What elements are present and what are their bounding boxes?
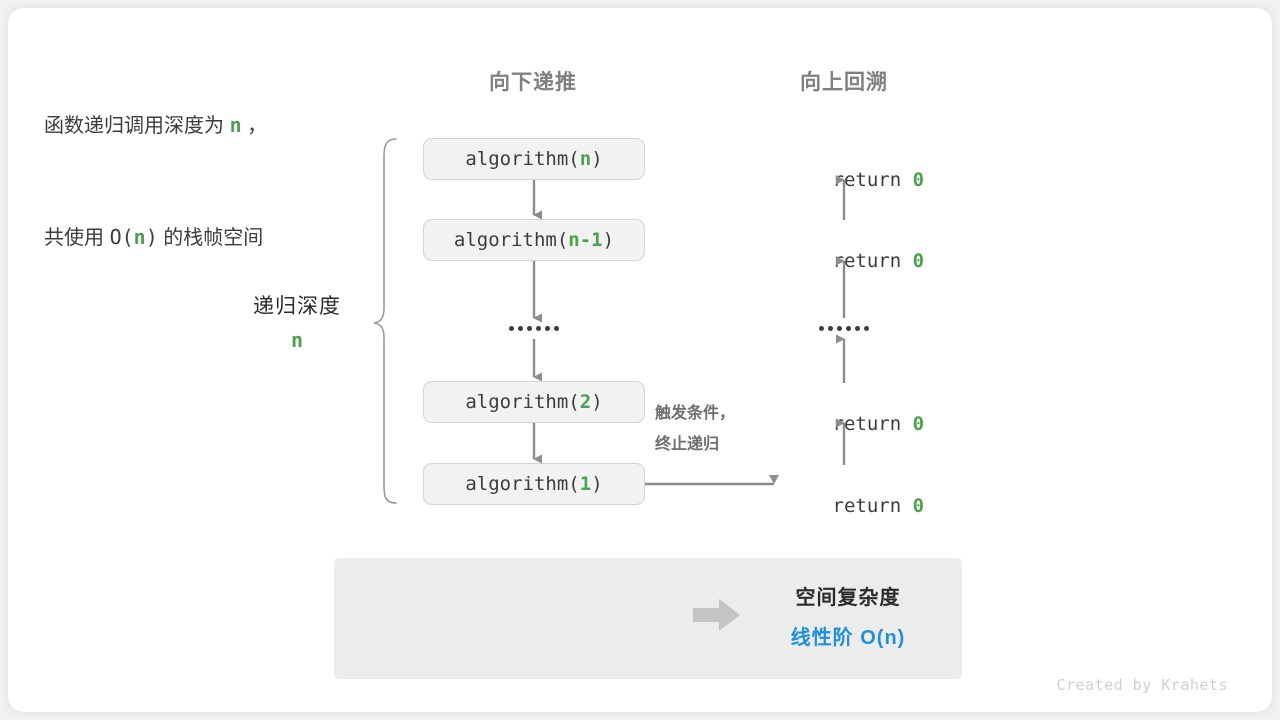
return-statement: return 0 <box>764 473 925 539</box>
call-text-arg: 1 <box>579 473 592 495</box>
summary-right-text: 空间复杂度 线性阶 O(n) <box>753 581 943 650</box>
summary-line-1: 函数递归调用深度为 n ， <box>44 107 267 145</box>
space-complexity-value: 线性阶 O(n) <box>790 627 906 649</box>
dot <box>855 326 860 331</box>
call-text-prefix: algorithm( <box>465 391 580 413</box>
depth-brace <box>373 138 397 504</box>
call-text-suffix: ) <box>591 148 603 170</box>
dot <box>545 326 550 331</box>
dot <box>819 326 824 331</box>
summary-line2-paren: ) <box>145 225 158 249</box>
return-keyword: return <box>832 413 913 435</box>
summary-line1-prefix: 函数递归调用深度为 <box>44 115 230 137</box>
recursion-depth-text: 递归深度 <box>253 295 341 318</box>
call-frame-box[interactable]: algorithm(n) <box>423 138 645 180</box>
credit-footer: Created by Krahets <box>1056 676 1228 694</box>
call-frame-box[interactable]: algorithm(n-1) <box>423 219 645 261</box>
return-statement: return 0 <box>764 147 925 213</box>
call-text-suffix: ) <box>591 391 603 413</box>
termination-note-line1: 触发条件， <box>655 405 736 422</box>
call-frame-box[interactable]: algorithm(1) <box>423 463 645 505</box>
call-text-prefix: algorithm( <box>465 473 580 495</box>
summary-panel <box>334 558 962 679</box>
right-block-arrow-icon <box>693 599 740 631</box>
call-text-prefix: algorithm( <box>465 148 580 170</box>
return-value: 0 <box>912 250 925 272</box>
ellipsis-dots-right <box>819 326 869 331</box>
summary-line2-suffix: 的栈帧空间 <box>157 227 264 249</box>
return-value: 0 <box>912 413 925 435</box>
space-complexity-title: 空间复杂度 <box>795 587 901 609</box>
summary-line2-prefix: 共使用 <box>44 227 110 249</box>
summary-line1-suffix: ， <box>241 115 268 137</box>
call-text-suffix: ) <box>591 473 603 495</box>
return-keyword: return <box>832 250 913 272</box>
call-frame-box[interactable]: algorithm(2) <box>423 381 645 423</box>
summary-line2-n: n <box>133 225 146 249</box>
return-value: 0 <box>912 495 925 517</box>
dot <box>837 326 842 331</box>
return-keyword: return <box>832 169 913 191</box>
dot <box>554 326 559 331</box>
return-statement: return 0 <box>764 228 925 294</box>
summary-line1-n: n <box>229 113 242 137</box>
return-keyword: return <box>832 495 913 517</box>
call-text-prefix: algorithm( <box>453 229 569 251</box>
dot <box>864 326 869 331</box>
dot <box>527 326 532 331</box>
dot <box>509 326 514 331</box>
diagram-card: 向下递推 向上回溯 递归深度 n algorithm(n) algorithm(… <box>8 8 1272 712</box>
call-text-arg: 2 <box>579 391 592 413</box>
dot <box>518 326 523 331</box>
summary-line-2: 共使用 O(n) 的栈帧空间 <box>44 219 267 257</box>
recursion-depth-label: 递归深度 n <box>253 290 341 352</box>
dot <box>828 326 833 331</box>
termination-note-line2: 终止递归 <box>655 436 720 453</box>
ellipsis-dots-left <box>509 326 559 331</box>
column-heading-backtrack: 向上回溯 <box>800 71 888 94</box>
summary-left-text: 函数递归调用深度为 n ， 共使用 O(n) 的栈帧空间 <box>44 33 267 331</box>
termination-note: 触发条件， 终止递归 <box>655 398 735 460</box>
dot <box>536 326 541 331</box>
return-value: 0 <box>912 169 925 191</box>
call-text-arg: n <box>579 148 592 170</box>
call-text-suffix: ) <box>602 229 615 251</box>
summary-line2-big-o: O( <box>109 225 134 249</box>
recursion-depth-value: n <box>290 328 304 352</box>
dot <box>846 326 851 331</box>
column-heading-descend: 向下递推 <box>489 71 577 94</box>
call-text-arg: n-1 <box>568 229 603 251</box>
return-statement: return 0 <box>764 391 925 457</box>
